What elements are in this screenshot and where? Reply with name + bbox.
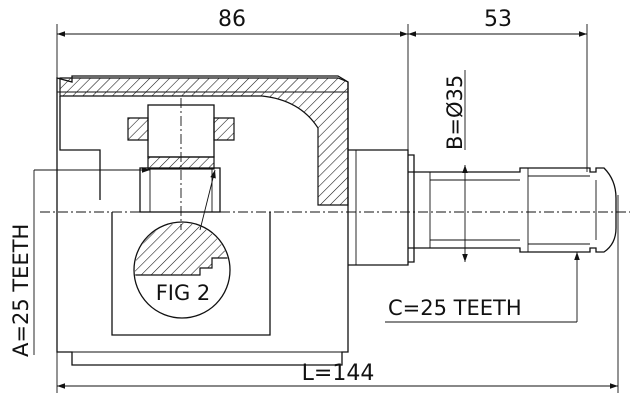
- dim-53-label: 53: [484, 7, 512, 32]
- dim-86-label: 86: [218, 7, 246, 32]
- diameter-label: B=Ø35: [443, 75, 467, 150]
- joint-housing: [56, 75, 349, 366]
- spline-c-label: C=25 TEETH: [388, 296, 522, 320]
- length-label: L=144: [302, 361, 375, 386]
- drive-shaft: [348, 149, 617, 266]
- fig2-label: FIG 2: [156, 281, 211, 305]
- spline-a-label: A=25 TEETH: [9, 224, 33, 357]
- tripod-section: [40, 98, 630, 230]
- fig2-detail: [133, 169, 231, 319]
- dimension-lines: [33, 24, 619, 393]
